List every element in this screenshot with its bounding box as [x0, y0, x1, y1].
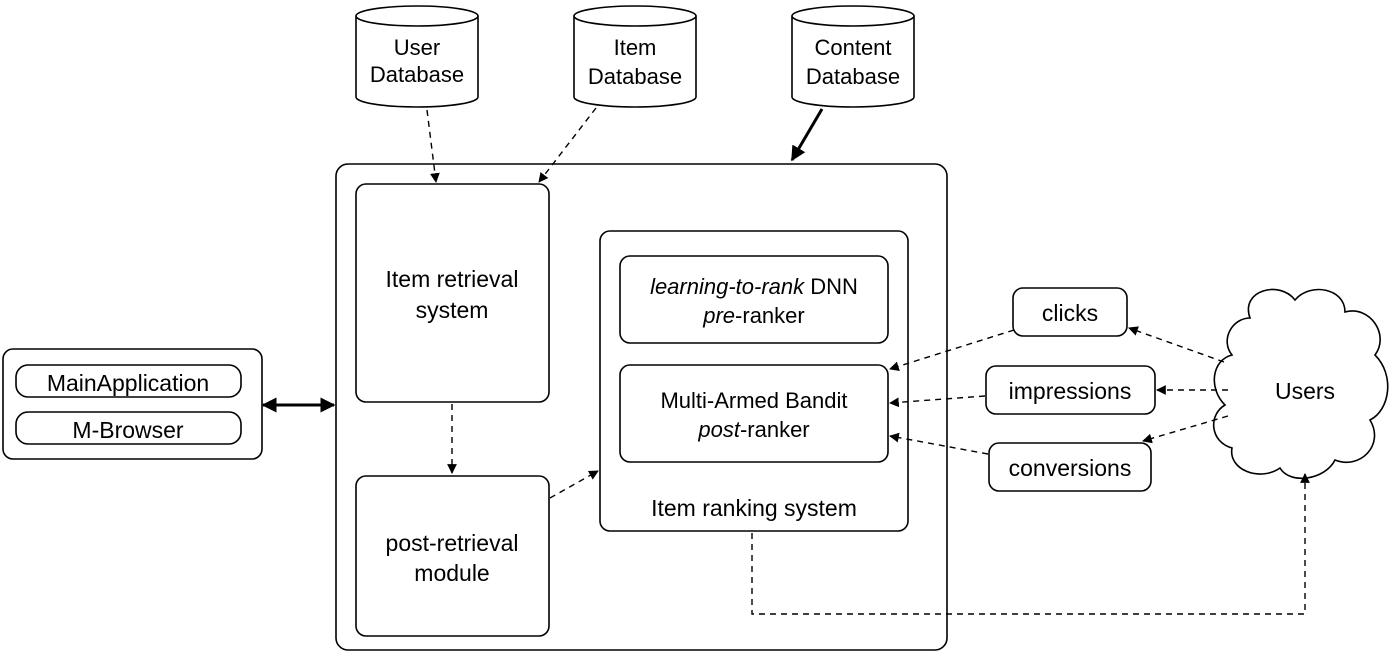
item-database: Item Database [573, 5, 697, 108]
post-ranker-suffix: -ranker [740, 417, 810, 442]
user-database: User Database [355, 5, 479, 108]
arrow-ranking-to-users [751, 473, 1310, 615]
users-cloud: Users [1212, 288, 1389, 480]
arrow-itemdb-to-retrieval [538, 107, 597, 183]
post-retrieval-label-line1: post-retrieval [386, 530, 519, 556]
item-retrieval-label-line2: system [416, 297, 489, 323]
arrow-contentdb-to-system [790, 108, 824, 162]
item-database-label-line1: Item [614, 35, 657, 60]
users-label: Users [1275, 378, 1335, 404]
item-ranking-system-label: Item ranking system [651, 495, 857, 521]
item-retrieval-system-box: Item retrieval system [355, 183, 550, 403]
conversions-box: conversions [988, 442, 1152, 492]
main-application-pill [15, 364, 242, 398]
impressions-label: impressions [1009, 378, 1132, 404]
m-browser-label: M-Browser [72, 417, 184, 443]
pre-ranker-text: DNN [804, 274, 858, 299]
conversions-label: conversions [1009, 455, 1132, 481]
pre-ranker-label-line1: learning-to-rank DNN [650, 274, 858, 299]
arrow-users-to-clicks [1128, 326, 1225, 363]
item-retrieval-label-line1: Item retrieval [386, 266, 519, 292]
pre-ranker-suffix: -ranker [735, 303, 805, 328]
main-application-label: MainApplication [47, 370, 209, 396]
arrow-impressions-to-postranker [889, 395, 986, 408]
clicks-label: clicks [1042, 300, 1098, 326]
user-database-label-line2: Database [370, 62, 464, 87]
pre-ranker-label-line2: pre-ranker [702, 303, 804, 328]
post-ranker-label-line1: Multi-Armed Bandit [660, 388, 847, 413]
client-apps-box: MainApplication M-Browser [2, 348, 263, 460]
pre-ranker-box: learning-to-rank DNN pre-ranker [619, 255, 889, 344]
post-retrieval-module-box: post-retrieval module [355, 475, 550, 637]
content-database-label-line1: Content [814, 35, 891, 60]
arrow-postretrieval-to-ranking [549, 470, 599, 499]
post-ranker-italic-prefix: post [697, 417, 740, 442]
clicks-box: clicks [1012, 287, 1128, 337]
impressions-box: impressions [985, 365, 1156, 415]
pre-ranker-italic-prefix: pre [702, 303, 735, 328]
item-database-label-line2: Database [588, 64, 682, 89]
user-database-label-line1: User [394, 35, 440, 60]
arrow-conversions-to-postranker [889, 432, 989, 455]
content-database-label-line2: Database [806, 64, 900, 89]
post-ranker-box: Multi-Armed Bandit post-ranker [619, 364, 889, 463]
post-ranker-label-line2: post-ranker [697, 417, 809, 442]
post-retrieval-label-line2: module [414, 560, 489, 586]
m-browser-pill [15, 411, 242, 445]
pre-ranker-italic-text: learning-to-rank [650, 274, 805, 299]
arrow-users-to-conversions [1142, 415, 1229, 444]
arrow-userdb-to-retrieval [426, 109, 440, 183]
content-database: Content Database [791, 5, 915, 108]
